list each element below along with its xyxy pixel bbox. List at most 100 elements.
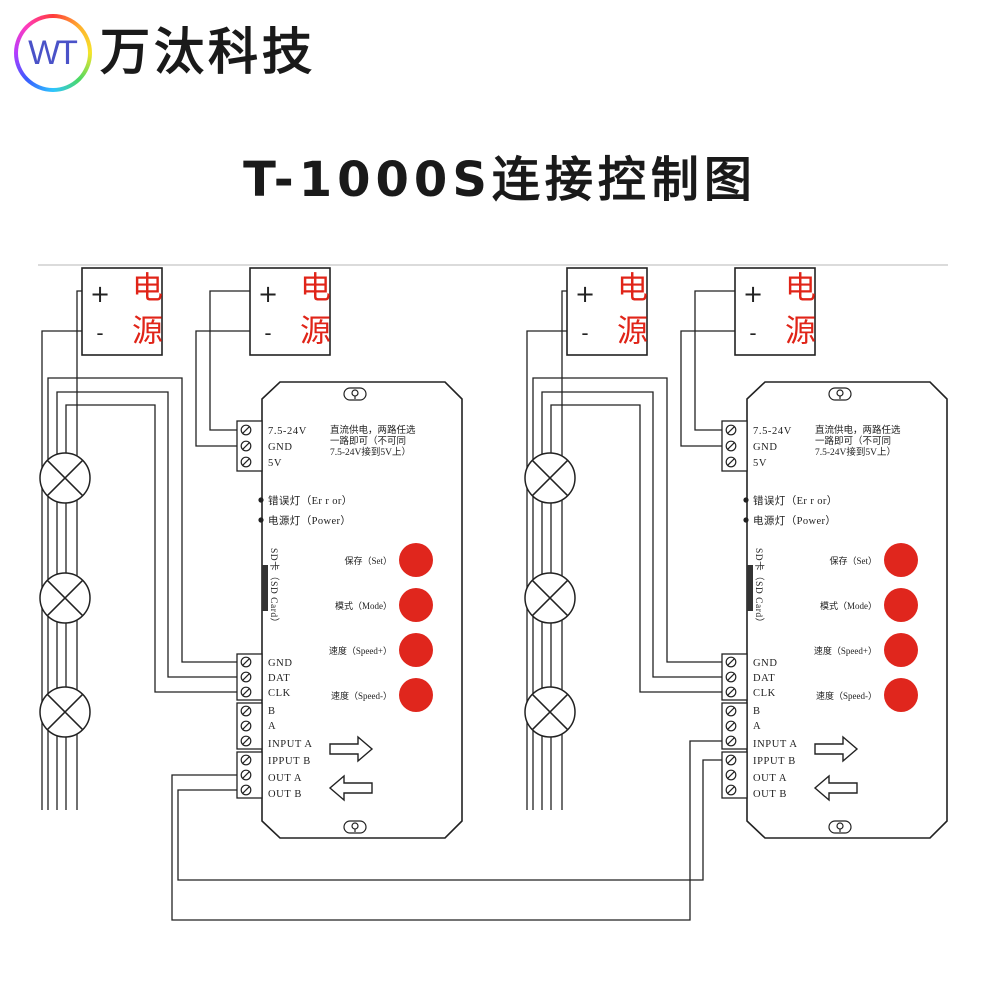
terminal-screw-icon	[240, 784, 252, 796]
io-terminal-label: B	[268, 706, 276, 717]
wires	[526, 290, 735, 810]
screw-slot	[727, 707, 735, 715]
input-arrow-icon	[814, 735, 859, 763]
controller-diagram-right: + - + -	[485, 0, 975, 1000]
mode-button-label: 模式（Mode）	[820, 600, 877, 611]
mounting-hole-icon	[828, 387, 852, 401]
mounting-hole-outline	[343, 387, 367, 401]
speed-up-button-label: 速度（Speed+）	[329, 645, 392, 656]
brand-logo: WT	[14, 14, 92, 92]
output-terminal-label: CLK	[268, 688, 291, 699]
terminal-blocks	[721, 420, 748, 799]
screw-slot	[242, 737, 250, 745]
output-arrow-icon	[813, 774, 858, 802]
error-led-icon	[258, 497, 264, 503]
io-terminal-label: INPUT A	[268, 739, 313, 750]
screw-slot	[727, 786, 735, 794]
screw-slot	[242, 688, 250, 696]
lamp-cross	[46, 693, 84, 731]
positive-terminal-label: +	[258, 280, 278, 308]
screw-slot	[242, 771, 250, 779]
supply2-positive-wire	[209, 290, 250, 431]
power-supply-frame	[566, 267, 648, 356]
screw-slot	[242, 426, 250, 434]
terminal-screw-icon	[240, 735, 252, 747]
io-terminal-label: INPUT A	[753, 739, 798, 750]
terminal-blocks	[236, 420, 263, 799]
screw-slot	[242, 673, 250, 681]
lamps	[524, 452, 576, 738]
terminal-screw-icon	[725, 720, 737, 732]
controller-body	[261, 381, 463, 839]
power-supply-label: 电源	[294, 271, 330, 357]
power-supply-box: + -	[734, 267, 816, 356]
power-note-line: 7.5-24V接到5V上）	[815, 446, 896, 458]
lamp-icon	[39, 686, 91, 738]
controller-diagram-left: + - + -	[0, 0, 490, 1000]
supply1-negative-wire	[526, 330, 567, 810]
supply2-positive-wire	[694, 290, 735, 431]
supply1-negative-wire	[41, 330, 82, 810]
power-terminal-label: GND	[753, 442, 778, 453]
lamp-icon	[524, 572, 576, 624]
mounting-hole-outline	[343, 820, 367, 834]
lamp-cross	[531, 693, 569, 731]
speed-down-button-label: 速度（Speed-）	[816, 690, 877, 701]
terminal-screw-icon	[725, 424, 737, 436]
set-button-icon	[399, 543, 433, 577]
terminal-screw-icon	[725, 784, 737, 796]
lamp-icon	[39, 572, 91, 624]
io-terminal-label: IPPUT B	[753, 756, 796, 767]
dat-signal-wire	[56, 391, 237, 810]
speed-up-button-label: 速度（Speed+）	[814, 645, 877, 656]
error-led-icon	[743, 497, 749, 503]
mounting-hole-outline	[828, 387, 852, 401]
speed-down-button-icon	[884, 678, 918, 712]
lamp-icon	[524, 686, 576, 738]
power-note-line: 一路即可（不可同	[815, 435, 891, 447]
speed-down-button-icon	[399, 678, 433, 712]
terminal-screw-icon	[725, 754, 737, 766]
io-terminal-label: A	[268, 721, 276, 732]
screw-slot	[242, 722, 250, 730]
terminal-screw-icon	[725, 686, 737, 698]
set-button-icon	[884, 543, 918, 577]
cascade-wires	[171, 740, 722, 921]
output-arrow-icon	[328, 774, 373, 802]
power-supply-box: + -	[249, 267, 331, 356]
terminal-screw-icon	[240, 705, 252, 717]
t1000s-controller: 7.5-24V GND 5V 直流供电，两路任选 一路即可（不可同 7.5-24…	[721, 381, 948, 839]
supply2-negative-wire	[680, 330, 735, 447]
lamp-cross	[531, 579, 569, 617]
power-terminal-label: 5V	[753, 458, 767, 469]
controller-body	[746, 381, 948, 839]
power-terminal-label: 5V	[268, 458, 282, 469]
power-led-label: 电源灯（Power）	[753, 514, 836, 527]
lamp-icon	[39, 452, 91, 504]
io-terminal-label: IPPUT B	[268, 756, 311, 767]
power-terminal-label: GND	[268, 442, 293, 453]
power-note-line: 直流供电，两路任选	[330, 424, 416, 436]
supply1-positive-wire	[561, 290, 567, 810]
power-supply-frame	[249, 267, 331, 356]
output-terminal-label: GND	[268, 658, 293, 669]
power-note-line: 7.5-24V接到5V上）	[330, 446, 411, 458]
terminal-screw-icon	[725, 440, 737, 452]
mounting-hole-outline	[828, 820, 852, 834]
positive-terminal-label: +	[743, 280, 763, 308]
output-terminal-label: GND	[753, 658, 778, 669]
screw-slot	[242, 442, 250, 450]
input-arrow-icon	[329, 735, 374, 763]
terminal-screw-icon	[725, 705, 737, 717]
terminal-screw-icon	[240, 456, 252, 468]
sd-card-label: SD卡（SD Card）	[753, 548, 765, 628]
power-supply-box: + -	[81, 267, 163, 356]
screw-slot	[727, 771, 735, 779]
clk-signal-wire	[550, 404, 722, 810]
power-terminal-label: 7.5-24V	[753, 426, 792, 437]
power-led-label: 电源灯（Power）	[268, 514, 351, 527]
terminal-screw-icon	[240, 440, 252, 452]
error-led-label: 错误灯（Er r or）	[268, 494, 353, 507]
power-led-icon	[258, 517, 264, 523]
